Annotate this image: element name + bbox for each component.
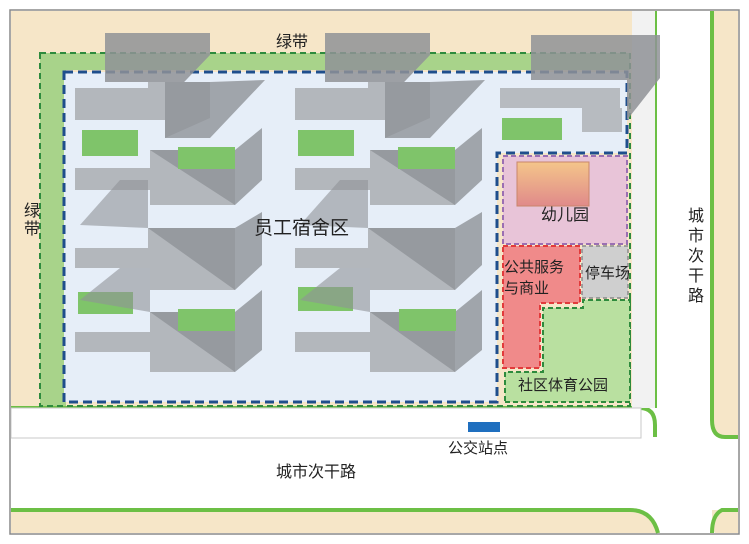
- label-road-right: 城市次干路: [685, 207, 704, 307]
- kindergarten-building: [516, 161, 590, 207]
- road-edge-bottom-right: [710, 508, 738, 534]
- right-parcel-land: [684, 11, 738, 437]
- bus-stop-marker: [468, 422, 500, 432]
- label-kindergarten: 幼儿园: [541, 205, 590, 224]
- inner-road-right: [632, 11, 655, 408]
- label-dorm-area: 员工宿舍区: [254, 217, 350, 239]
- label-road-bottom: 城市次干路: [276, 462, 357, 481]
- corner-building: [531, 35, 660, 120]
- parking-zone: [581, 245, 629, 299]
- road-edge-right: [710, 11, 738, 439]
- label-bus-stop: 公交站点: [448, 439, 509, 457]
- label-public-service: 公共服务 与商业: [504, 257, 564, 299]
- bottom-parcel-land: [11, 510, 660, 533]
- label-public-service-line1: 公共服务: [504, 258, 565, 276]
- label-parking: 停车场: [585, 264, 631, 282]
- dorm-buildings-right: [295, 33, 485, 372]
- public-service-zone: [502, 245, 581, 369]
- label-sports-park: 社区体育公园: [518, 376, 609, 394]
- sports-park-zone: [504, 299, 631, 403]
- label-green-belt-left: 绿带: [21, 202, 40, 238]
- corner-building-roof-2: [582, 108, 622, 132]
- inner-road-bottom: [10, 407, 642, 439]
- bottom-right-parcel-land: [712, 510, 738, 533]
- corner-building-roof: [500, 88, 620, 108]
- corner-green-patch: [502, 118, 562, 140]
- road-edge-bottom: [11, 508, 660, 534]
- label-green-belt-top: 绿带: [276, 32, 309, 51]
- label-public-service-line2: 与商业: [504, 279, 550, 297]
- dorm-buildings-left: [75, 33, 265, 372]
